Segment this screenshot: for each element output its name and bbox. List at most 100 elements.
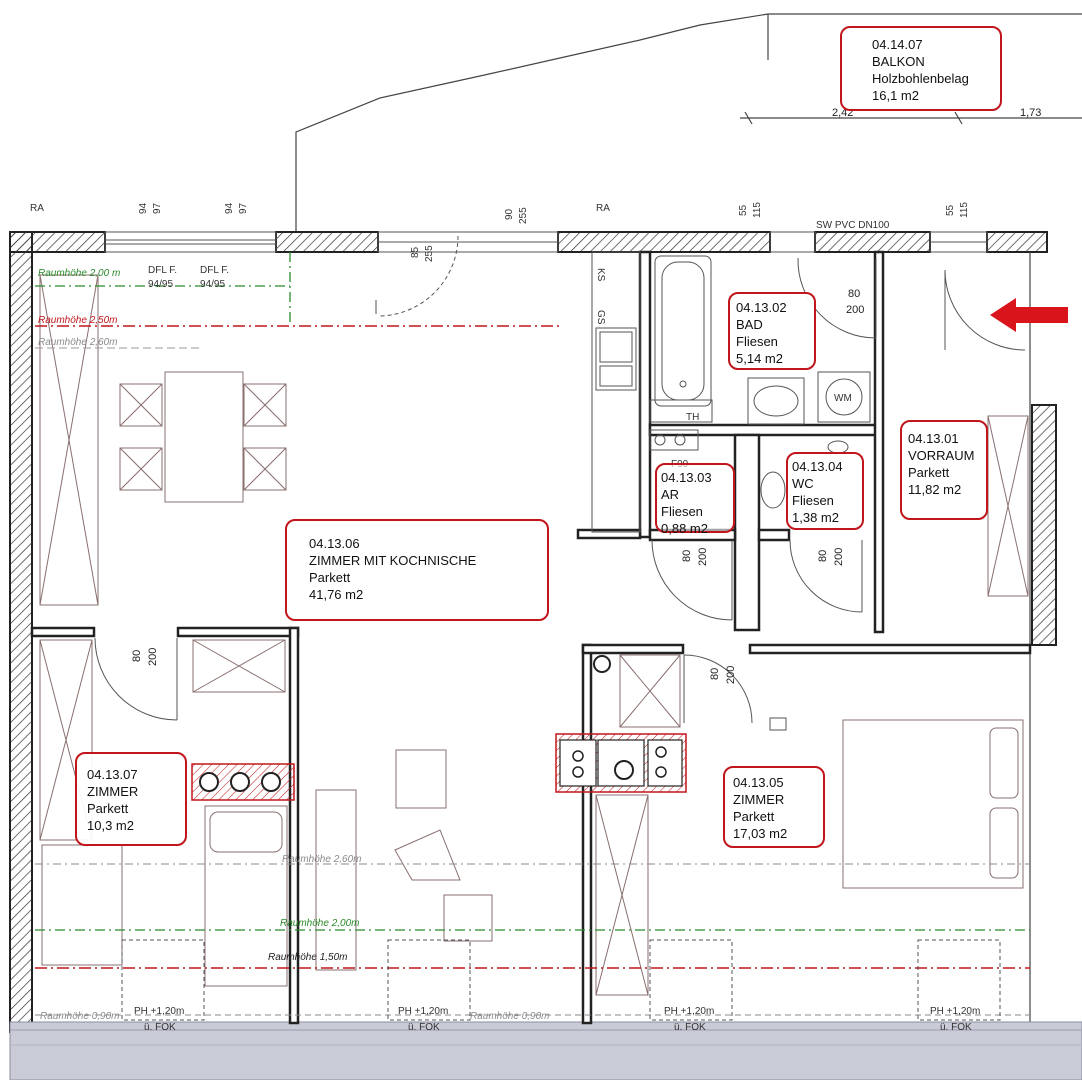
ph3-label: PH +1,20m — [664, 1006, 714, 1017]
room-label-zimmer-5: 04.13.05 ZIMMER Parkett 17,03 m2 — [723, 766, 825, 848]
dim-bad-door-w: 80 — [848, 288, 860, 300]
doors — [94, 235, 1026, 724]
room-floor: Fliesen — [661, 504, 703, 519]
room-area: 10,3 m2 — [87, 818, 134, 833]
dim-wc-door-h: 200 — [833, 548, 845, 566]
th-label: TH — [686, 412, 699, 423]
room-code: 04.13.03 — [661, 470, 712, 485]
room-name: VORRAUM — [908, 448, 975, 463]
dim-win3-h: 115 — [752, 202, 763, 218]
dim-win2-h: 97 — [238, 202, 249, 214]
dim-bad-door-h: 200 — [846, 304, 864, 316]
room-name: ZIMMER MIT KOCHNISCHE — [309, 553, 477, 568]
height-090-left: Raumhöhe 0,90m — [40, 1011, 120, 1022]
dim-win4-w: 55 — [945, 204, 956, 216]
room-code: 04.13.07 — [87, 767, 138, 782]
dimension-labels: 2,42 1,73 RA RA 94 97 94 97 90 255 55 11… — [30, 107, 1041, 1033]
ph4-sub: ü. FOK — [940, 1022, 972, 1033]
room-label-wc: 04.13.04 WC Fliesen 1,38 m2 — [786, 452, 864, 530]
room-floor: Parkett — [908, 465, 950, 480]
room-code: 04.13.05 — [733, 775, 784, 790]
room-area: 0,88 m2 — [661, 521, 708, 536]
exterior-walls — [9, 231, 1082, 1080]
room-code: 04.13.04 — [792, 459, 843, 474]
height-200-mid: Raumhöhe 2,00m — [280, 918, 360, 929]
dim-win1-h: 97 — [152, 202, 163, 214]
ph1-sub: ü. FOK — [144, 1022, 176, 1033]
ra-right-label: RA — [596, 203, 610, 214]
ph1-label: PH +1,20m — [134, 1006, 184, 1017]
room-label-zimmer-7: 04.13.07 ZIMMER Parkett 10,3 m2 — [75, 752, 187, 846]
room-name: ZIMMER — [733, 792, 785, 807]
room-name: AR — [661, 487, 680, 502]
room-area: 17,03 m2 — [733, 826, 788, 841]
dim-ar-door-h: 200 — [697, 548, 709, 566]
dim-terrace-door-h: 255 — [424, 245, 435, 262]
dfl2-label: DFL F. — [200, 265, 229, 276]
dfl1-label: DFL F. — [148, 265, 177, 276]
dim-win2-w: 94 — [224, 202, 235, 214]
dim-z5-door-h: 200 — [725, 666, 737, 684]
dim-z7-door-h: 200 — [147, 648, 159, 666]
room-floor: Parkett — [87, 801, 129, 816]
balcony-outline — [295, 13, 1082, 232]
room-area: 11,82 m2 — [908, 482, 962, 497]
dim-win4-h: 115 — [959, 202, 970, 218]
dim-win3-w: 55 — [738, 204, 749, 216]
height-150: Raumhöhe 1,50m — [268, 952, 348, 963]
room-label-ar: 04.13.03 AR Fliesen 0,88 m2 — [655, 463, 735, 536]
pipe-label: SW PVC DN100 — [816, 220, 890, 231]
room-code: 04.13.06 — [309, 536, 360, 551]
red-arrow-left-icon — [990, 298, 1068, 332]
height-labels: Raumhöhe 2,00 m Raumhöhe 2,50m Raumhöhe … — [38, 268, 550, 1022]
furniture — [39, 274, 1029, 996]
dim-balkon-right: 1,73 — [1020, 107, 1041, 119]
room-label-bad: 04.13.02 BAD Fliesen 5,14 m2 — [728, 292, 816, 370]
height-090-mid: Raumhöhe 0,90m — [470, 1011, 550, 1022]
room-code: 04.14.07 — [872, 37, 923, 52]
room-area: 1,38 m2 — [792, 510, 839, 525]
room-label-balkon: 04.14.07 BALKON Holzbohlenbelag 16,1 m2 — [840, 26, 1002, 111]
ra-left-label: RA — [30, 203, 44, 214]
room-label-vorraum: 04.13.01 VORRAUM Parkett 11,82 m2 — [900, 420, 988, 520]
room-area: 16,1 m2 — [872, 88, 919, 103]
interior-walls — [30, 250, 1032, 1025]
ph2-label: PH +1,20m — [398, 1006, 448, 1017]
room-code: 04.13.02 — [736, 300, 787, 315]
ph2-sub: ü. FOK — [408, 1022, 440, 1033]
gs-label: GS — [595, 310, 606, 325]
room-name: BALKON — [872, 54, 925, 69]
height-200-top: Raumhöhe 2,00 m — [38, 268, 120, 279]
dim-z7-door-w: 80 — [131, 650, 143, 662]
chimney-blocks — [191, 655, 687, 801]
ks-label: KS — [595, 268, 606, 282]
dim-door-w: 90 — [504, 208, 515, 220]
height-260-top: Raumhöhe 2,60m — [38, 337, 118, 348]
dim-door-h: 255 — [518, 207, 529, 224]
ph3-sub: ü. FOK — [674, 1022, 706, 1033]
dim-z5-door-w: 80 — [709, 668, 721, 680]
room-height-lines — [35, 252, 1030, 1021]
dfl2-size: 94/95 — [200, 279, 225, 290]
room-floor: Fliesen — [736, 334, 778, 349]
dim-wc-door-w: 80 — [817, 550, 829, 562]
height-260-mid: Raumhöhe 2,60m — [282, 854, 362, 865]
wm-label: WM — [834, 393, 852, 404]
room-name: ZIMMER — [87, 784, 139, 799]
room-name: WC — [792, 476, 814, 491]
room-floor: Fliesen — [792, 493, 834, 508]
windows — [104, 231, 988, 253]
room-floor: Parkett — [733, 809, 775, 824]
dim-terrace-door-w: 85 — [410, 246, 421, 258]
dfl1-size: 94/95 — [148, 279, 173, 290]
height-250: Raumhöhe 2,50m — [38, 315, 118, 326]
room-name: BAD — [736, 317, 763, 332]
dim-ar-door-w: 80 — [681, 550, 693, 562]
room-area: 41,76 m2 — [309, 587, 364, 602]
room-floor: Parkett — [309, 570, 351, 585]
room-area: 5,14 m2 — [736, 351, 783, 366]
room-label-wohnen: 04.13.06 ZIMMER MIT KOCHNISCHE Parkett 4… — [285, 519, 549, 621]
dim-win1-w: 94 — [138, 202, 149, 214]
ph4-label: PH +1,20m — [930, 1006, 980, 1017]
